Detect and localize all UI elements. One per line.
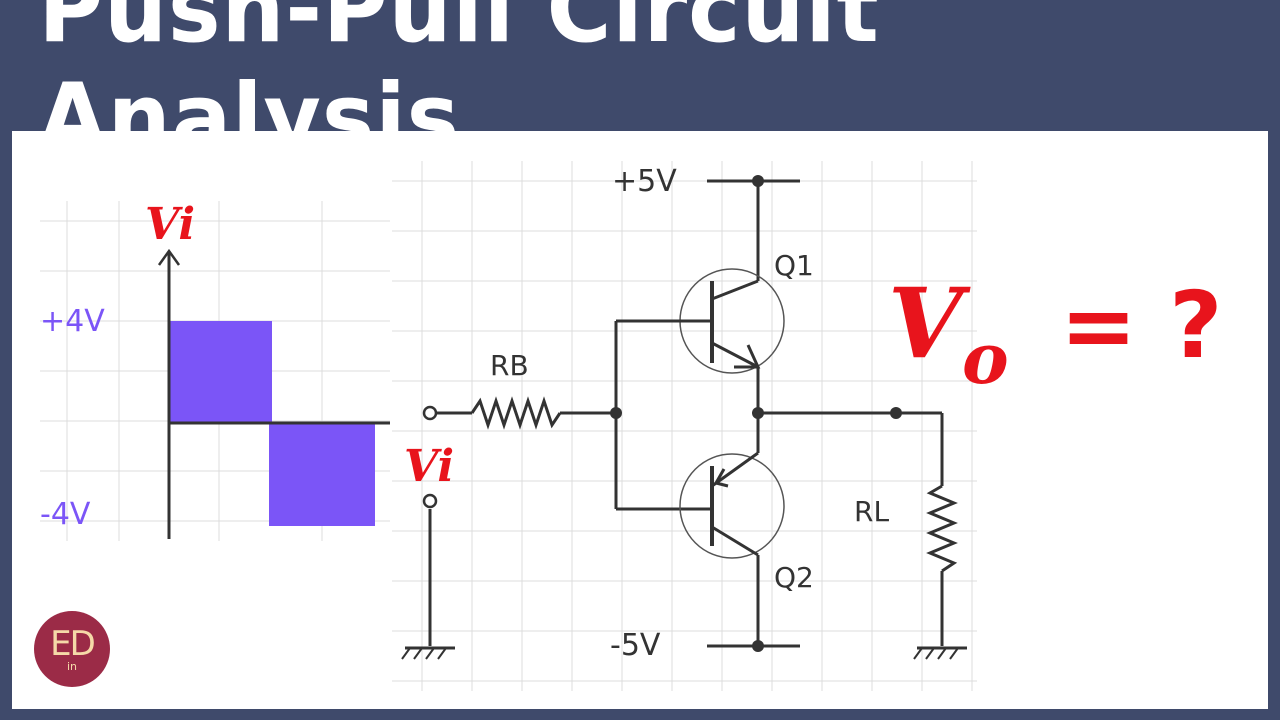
output-question: V o = ? [888,267,1222,400]
ed-logo: ED in [34,611,110,687]
rb-resistor [470,396,562,430]
q2-label: Q2 [774,561,814,594]
page-title: Push-Pull Circuit Analysis [38,0,880,173]
vo-subscript: o [962,317,1009,400]
circuit-nodes [422,175,902,652]
vo-v: V [888,267,971,380]
waveform-vi-label: Vi [145,199,195,250]
q1-label: Q1 [774,249,814,282]
neg-level-label: -4V [40,497,91,532]
input-waveform: Vi +4V -4V [40,199,390,539]
pos-level-label: +4V [40,304,105,339]
diagram-panel: Vi +4V -4V [12,131,1268,709]
diagram-canvas: Vi +4V -4V [40,161,1222,691]
q2-transistor [679,453,785,559]
circuit-grid [392,161,977,691]
y-axis-arrow [157,248,181,266]
negative-pulse [269,423,375,526]
rl-label: RL [854,495,889,528]
rl-resistor [926,484,958,573]
rb-label: RB [490,349,529,382]
circuit-vi-label: Vi [404,441,454,492]
push-pull-circuit [401,179,967,660]
logo-text: ED [50,623,96,664]
vcc-label: +5V [612,164,677,199]
positive-pulse [169,321,272,423]
logo-subtext: in [66,659,78,673]
vee-label: -5V [610,628,661,663]
vo-equals-question: = ? [1060,272,1222,379]
